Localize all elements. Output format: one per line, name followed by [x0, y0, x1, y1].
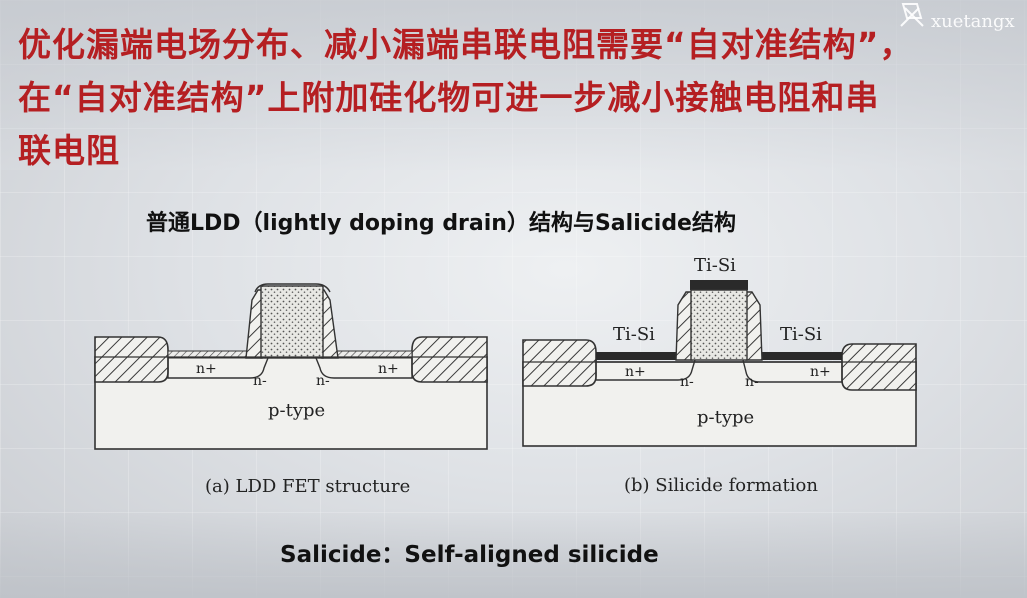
label-tisi-right-b: Ti-Si — [780, 324, 822, 345]
label-tisi-gate-b: Ti-Si — [694, 255, 736, 276]
spacer-left-b — [675, 291, 693, 361]
watermark-logo: xuetangx — [883, 0, 1027, 36]
label-nminus-left-a: n- — [253, 373, 267, 389]
background-band-top — [0, 0, 1027, 170]
label-nplus-source-a: n+ — [196, 361, 217, 377]
label-tisi-left-b: Ti-Si — [613, 324, 655, 345]
title-line-2: 在“自对准结构”上附加硅化物可进一步减小接触电阻和串 — [18, 78, 880, 117]
label-nplus-drain-b: n+ — [810, 364, 831, 380]
diagram-b: Ti-Si Ti-Si Ti-Si n+ n+ n- n- p-type (b)… — [522, 255, 917, 496]
junction-source-b — [595, 359, 696, 381]
spacer-right-a — [321, 289, 339, 359]
silicide-right-b — [760, 352, 842, 360]
background-band-bottom — [0, 508, 1027, 598]
gate-cap-a — [254, 283, 331, 293]
label-nplus-source-b: n+ — [625, 364, 646, 380]
label-substrate-b: p-type — [697, 407, 754, 428]
field-oxide-right-a — [411, 336, 488, 383]
logo-icon — [900, 3, 924, 27]
slide-title: 优化漏端电场分布、减小漏端串联电阻需要“自对准结构”， 在“自对准结构”上附加硅… — [18, 18, 1018, 177]
junction-drain-a — [315, 357, 413, 379]
label-nplus-drain-a: n+ — [378, 361, 399, 377]
label-nminus-right-a: n- — [316, 373, 330, 389]
field-oxide-right-b — [841, 343, 917, 391]
gate-a — [260, 285, 324, 359]
caption-b: (b) Silicide formation — [624, 475, 818, 496]
silicide-gate-b — [690, 280, 748, 290]
spacer-right-b — [745, 291, 763, 361]
diagram-a: n+ n+ n- n- p-type (a) LDD FET structure — [94, 283, 488, 497]
diagram-subtitle: 普通LDD（lightly doping drain）结构与Salicide结构 — [146, 211, 736, 236]
salicide-definition: Salicide：Self-aligned silicide — [280, 542, 659, 568]
title-line-3: 联电阻 — [18, 131, 120, 170]
spacer-left-a — [245, 289, 263, 359]
field-oxide-left-a — [94, 336, 169, 383]
gate-b — [690, 289, 748, 361]
silicide-left-b — [596, 352, 680, 360]
caption-a: (a) LDD FET structure — [205, 476, 410, 497]
label-substrate-a: p-type — [268, 400, 325, 421]
label-nminus-right-b: n- — [745, 374, 759, 390]
junction-drain-b — [742, 359, 843, 383]
junction-source-a — [167, 357, 269, 379]
title-line-1: 优化漏端电场分布、减小漏端串联电阻需要“自对准结构”， — [18, 25, 914, 64]
field-oxide-left-b — [522, 339, 597, 387]
watermark-text: xuetangx — [931, 11, 1015, 32]
label-nminus-left-b: n- — [680, 374, 694, 390]
